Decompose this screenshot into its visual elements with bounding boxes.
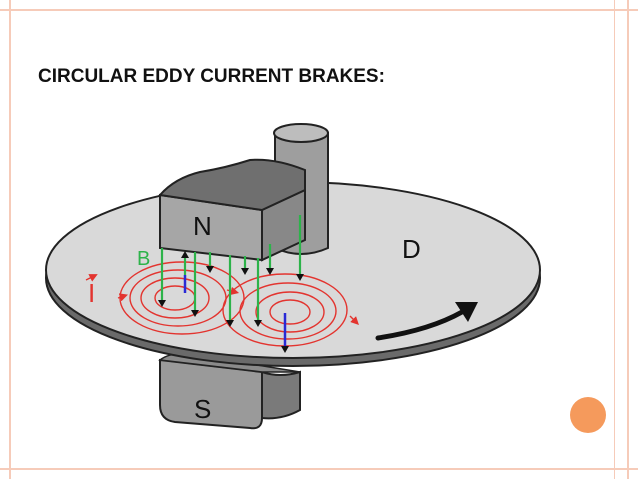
accent-dot <box>570 397 606 433</box>
rotation-arrow <box>375 302 478 341</box>
south-pole-label: S <box>194 394 211 424</box>
induced-field-arrowhead <box>281 346 289 353</box>
disc-label: D <box>402 234 421 264</box>
frame-right-line <box>627 0 629 479</box>
frame-right-inner-line <box>614 0 615 479</box>
north-pole-label: N <box>193 211 212 241</box>
field-lines <box>160 215 302 322</box>
frame-bottom-line <box>0 468 638 470</box>
north-magnet <box>158 158 306 262</box>
frame-left-line <box>9 0 11 479</box>
induced-field-vectors <box>183 275 287 348</box>
current-label: I <box>88 278 95 308</box>
field-arrowheads <box>158 251 304 327</box>
field-label: B <box>137 248 150 270</box>
frame-top-line <box>0 9 638 11</box>
slide-title: CIRCULAR EDDY CURRENT BRAKES: <box>38 66 385 87</box>
